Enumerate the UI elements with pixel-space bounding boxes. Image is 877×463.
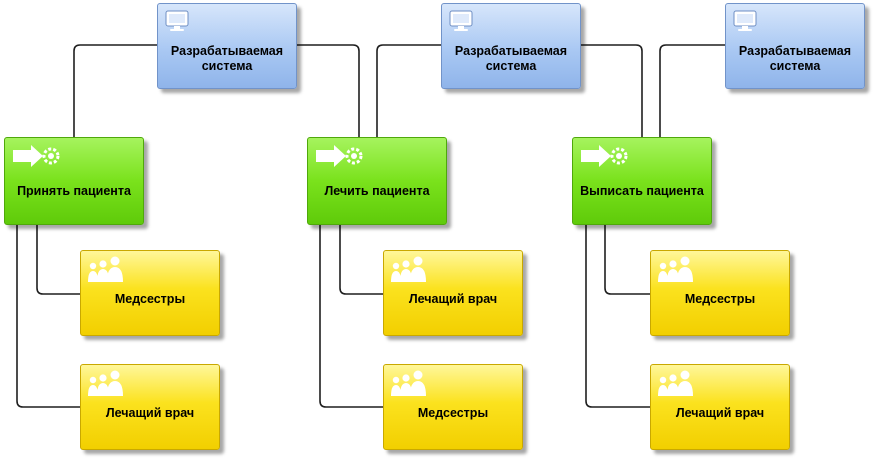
connector-system-process (581, 44, 643, 138)
connector-process-role (36, 222, 80, 295)
role-label: Медсестры (417, 406, 489, 420)
connector-system-process (297, 44, 360, 138)
process-label: Выписать пациента (580, 184, 704, 198)
connector-process-role (604, 222, 650, 295)
role-box[interactable]: Лечащий врач (80, 364, 220, 450)
connector-process-role (339, 222, 383, 295)
people-group-icon (389, 255, 429, 288)
people-group-icon (389, 369, 429, 402)
connector-system-process (376, 44, 441, 138)
process-arrow-gear-icon (11, 143, 63, 174)
role-box[interactable]: Медсестры (383, 364, 523, 450)
system-label: Разрабатываемая система (738, 44, 852, 73)
people-group-icon (656, 255, 696, 288)
process-arrow-gear-icon (314, 143, 366, 174)
system-label: Разрабатываемая система (170, 44, 284, 73)
connector-system-process (659, 44, 725, 138)
role-label: Медсестры (684, 292, 756, 306)
people-group-icon (86, 369, 126, 402)
role-label: Лечащий врач (105, 406, 195, 420)
connector-system-process (73, 44, 157, 138)
connector-process-role (319, 222, 383, 408)
process-label: Принять пациента (17, 184, 131, 198)
role-label: Лечащий врач (408, 292, 498, 306)
role-box[interactable]: Медсестры (650, 250, 790, 336)
process-arrow-gear-icon (579, 143, 631, 174)
people-group-icon (656, 369, 696, 402)
role-box[interactable]: Медсестры (80, 250, 220, 336)
monitor-icon (733, 10, 759, 37)
monitor-icon (449, 10, 475, 37)
monitor-icon (165, 10, 191, 37)
process-box[interactable]: Выписать пациента (572, 137, 712, 225)
role-label: Медсестры (114, 292, 186, 306)
system-label: Разрабатываемая система (454, 44, 568, 73)
connector-process-role (585, 222, 650, 408)
role-box[interactable]: Лечащий врач (650, 364, 790, 450)
system-box[interactable]: Разрабатываемая система (725, 3, 865, 89)
process-box[interactable]: Принять пациента (4, 137, 144, 225)
process-box[interactable]: Лечить пациента (307, 137, 447, 225)
role-box[interactable]: Лечащий врач (383, 250, 523, 336)
system-box[interactable]: Разрабатываемая система (157, 3, 297, 89)
people-group-icon (86, 255, 126, 288)
connector-process-role (16, 222, 80, 408)
role-label: Лечащий врач (675, 406, 765, 420)
process-label: Лечить пациента (324, 184, 430, 198)
system-box[interactable]: Разрабатываемая система (441, 3, 581, 89)
